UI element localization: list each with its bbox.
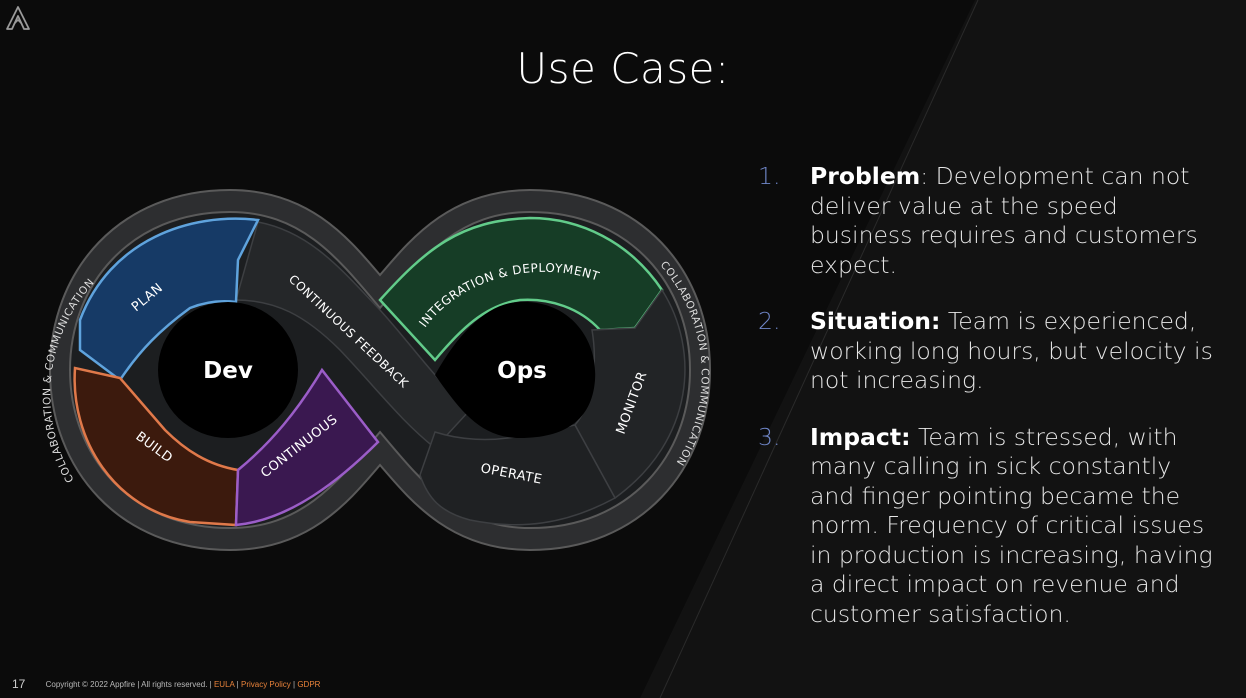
ops-hub	[435, 301, 596, 438]
list-label: Problem	[810, 162, 921, 190]
label-ops: Ops	[497, 358, 547, 384]
use-case-list: 1. Problem: Development can not deliver …	[758, 162, 1218, 656]
list-text: Situation: Team is experienced, working …	[810, 307, 1218, 396]
list-item-problem: 1. Problem: Development can not deliver …	[758, 162, 1218, 280]
list-number: 3.	[758, 422, 781, 451]
segment-build	[73, 366, 240, 527]
dev-hub	[158, 302, 298, 438]
list-label: Impact:	[810, 422, 911, 451]
footer-divider: |	[236, 680, 239, 689]
copyright-text: Copyright © 2022 Appfire | All rights re…	[45, 680, 212, 689]
slide-title: Use Case:	[516, 44, 730, 93]
segment-integration-deployment	[378, 216, 664, 362]
list-body: Team is stressed, with many calling in s…	[810, 422, 1213, 628]
list-label: Situation:	[810, 307, 941, 335]
list-item-situation: 2. Situation: Team is experienced, worki…	[758, 307, 1218, 396]
eula-link[interactable]: EULA	[213, 680, 235, 689]
list-item-impact: 3. Impact: Team is stressed, with many c…	[758, 423, 1218, 630]
page-number: 17	[12, 677, 26, 691]
list-body: Development can not deliver value at the…	[810, 162, 1198, 279]
appfire-logo-icon	[6, 6, 30, 30]
devops-infinity-diagram: COLLABORATION & COMMUNICATION COLLABORAT…	[41, 188, 712, 552]
privacy-policy-link[interactable]: Privacy Policy	[240, 680, 291, 689]
list-text: Impact: Team is stressed, with many call…	[810, 423, 1218, 630]
list-number: 2.	[758, 307, 781, 335]
list-number: 1.	[758, 162, 781, 190]
list-text: Problem: Development can not deliver val…	[810, 162, 1198, 279]
footer: 17 Copyright © 2022 Appfire | All rights…	[12, 677, 320, 691]
list-body: Team is experienced, working long hours,…	[810, 307, 1213, 394]
gdpr-link[interactable]: GDPR	[297, 680, 321, 689]
label-dev: Dev	[203, 358, 253, 384]
segment-continuous-feedback	[235, 221, 472, 450]
segment-plan	[78, 217, 260, 382]
segment-continuous	[234, 367, 380, 527]
footer-divider: |	[293, 680, 296, 689]
segment-monitor	[574, 288, 686, 500]
